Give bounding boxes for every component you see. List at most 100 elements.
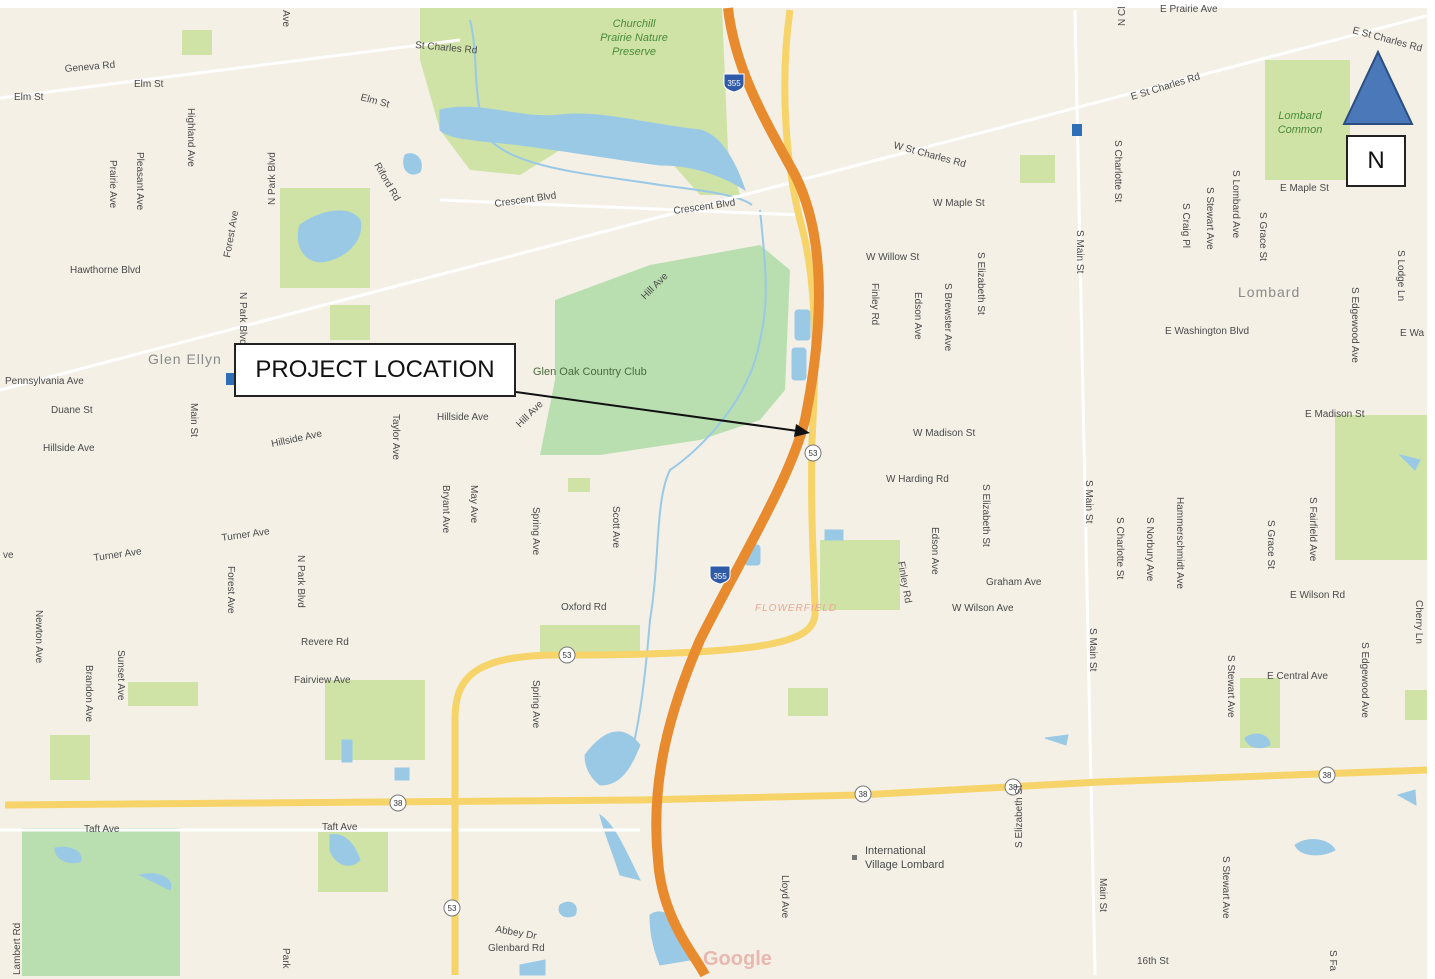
street-label: Hawthorne Blvd (70, 265, 141, 276)
shield-i355-south: 355 (709, 565, 731, 585)
street-label: S Elizabeth St (1014, 785, 1025, 848)
water-pond-4 (824, 529, 844, 541)
park-label: Preserve (612, 46, 656, 58)
north-arrow-icon (1342, 49, 1414, 125)
poi-marker-icon (852, 855, 857, 860)
water-pond-10 (341, 739, 353, 763)
street-label: S Craig Pl (1180, 203, 1191, 248)
park-brandon (50, 735, 90, 780)
street-label: Geneva Rd (64, 60, 115, 75)
park-edgewood (1405, 690, 1427, 720)
shield-label: 355 (727, 79, 741, 88)
town-label-lombard: Lombard (1238, 284, 1300, 300)
street-label: W Madison St (913, 428, 975, 439)
park-maple (1020, 155, 1055, 183)
street-label: Ave (280, 10, 291, 27)
park-oxford (540, 625, 640, 655)
street-label: Finley Rd (869, 283, 880, 325)
street-rail-line (0, 13, 1431, 392)
street-label: E Madison St (1305, 409, 1365, 420)
street-label: Brandon Ave (83, 665, 94, 723)
train-station-icon (226, 373, 236, 385)
water-pond-11 (394, 767, 410, 781)
water-creek-line (629, 209, 767, 761)
poi-label: Village Lombard (865, 859, 944, 871)
street-label: Sunset Ave (115, 650, 126, 701)
street-label: Forest Ave (225, 566, 236, 614)
street-label: S Fairfield Ave (1307, 497, 1318, 562)
street-label: May Ave (468, 485, 479, 524)
street-label: Taft Ave (322, 822, 358, 833)
street-label: S Lodge Ln (1395, 250, 1406, 301)
street-label: S Main St (1074, 230, 1085, 274)
water-pond-18 (329, 834, 361, 866)
street-label: Newton Ave (33, 610, 44, 664)
street-label: W Harding Rd (886, 474, 949, 485)
street-label: N Park Blvd (295, 555, 306, 608)
street-label: Fairview Ave (294, 675, 351, 686)
street-label: Oxford Rd (561, 602, 607, 613)
street-label: N Park Blvd (267, 152, 278, 205)
street-label: E Wa (1400, 328, 1425, 339)
street-label: E Wilson Rd (1290, 590, 1345, 601)
street-label: Pennsylvania Ave (5, 376, 84, 387)
street-label: Spring Ave (530, 680, 541, 729)
north-label: N (1367, 147, 1385, 174)
arrowhead-icon (794, 424, 810, 437)
water-pond-8 (1294, 839, 1336, 856)
street-label: Lambert Rd (12, 923, 23, 975)
park-sunset (128, 682, 198, 706)
north-indicator-box: N (1346, 135, 1406, 187)
street-label: Elm St (14, 92, 44, 103)
shield-us53-north: 53 (804, 444, 822, 462)
park-fairview (325, 680, 425, 760)
park-small-1 (568, 478, 590, 492)
street-label: Edson Ave (929, 527, 940, 575)
street-label: E Prairie Ave (1160, 4, 1218, 15)
shield-i355-north: 355 (723, 73, 745, 93)
shield-il38-1: 38 (389, 794, 407, 812)
street-label: Hillside Ave (43, 443, 95, 454)
street-label: ve (3, 550, 14, 561)
street-label: Hammerschmidt Ave (1174, 497, 1185, 590)
street-label: Taylor Ave (390, 414, 401, 460)
street-label: Bryant Ave (440, 485, 451, 534)
street-label: Highland Ave (185, 108, 196, 167)
street-label: Cherry Ln (1413, 600, 1424, 644)
callout-arrow-line (515, 391, 806, 433)
park-npark (330, 305, 370, 340)
shield-label: 38 (859, 790, 868, 799)
street-label: S Stewart Ave (1225, 655, 1236, 718)
street-label: Revere Rd (301, 637, 349, 648)
street-label: Lloyd Ave (779, 875, 790, 919)
water-creek-north (469, 19, 753, 206)
street-label: N Cl (1117, 7, 1128, 26)
minor-streets (0, 9, 1431, 976)
street-label: 16th St (1137, 956, 1169, 967)
shield-us53-south: 53 (443, 899, 461, 917)
water-pond-16 (54, 846, 82, 864)
scan-margin-right (1427, 0, 1435, 979)
poi-label: International (865, 845, 926, 857)
shield-label: 53 (809, 449, 818, 458)
street-label: S Edgewood Ave (1349, 287, 1360, 363)
shield-il38-3: 38 (1004, 778, 1022, 796)
project-location-callout: PROJECT LOCATION (234, 343, 516, 397)
street-label: S Elizabeth St (975, 252, 986, 315)
street-label: S Elizabeth St (980, 484, 991, 547)
street-label: E Maple St (1280, 183, 1329, 194)
park-flowerfield (820, 540, 900, 610)
water-pond-5 (1398, 454, 1421, 471)
project-location-label: PROJECT LOCATION (255, 356, 495, 383)
street-main-lombard (1073, 9, 1097, 976)
street-label: Main St (1097, 878, 1108, 912)
water-pond-6 (1044, 734, 1069, 746)
street-label: Main St (188, 403, 199, 437)
street-label: Park (280, 948, 291, 970)
street-label: W Maple St (933, 198, 985, 209)
street-label: Taft Ave (84, 824, 120, 835)
street-label: S Grace St (1265, 520, 1276, 569)
street-label: Edson Ave (912, 292, 923, 340)
road-us-53 (451, 9, 819, 975)
